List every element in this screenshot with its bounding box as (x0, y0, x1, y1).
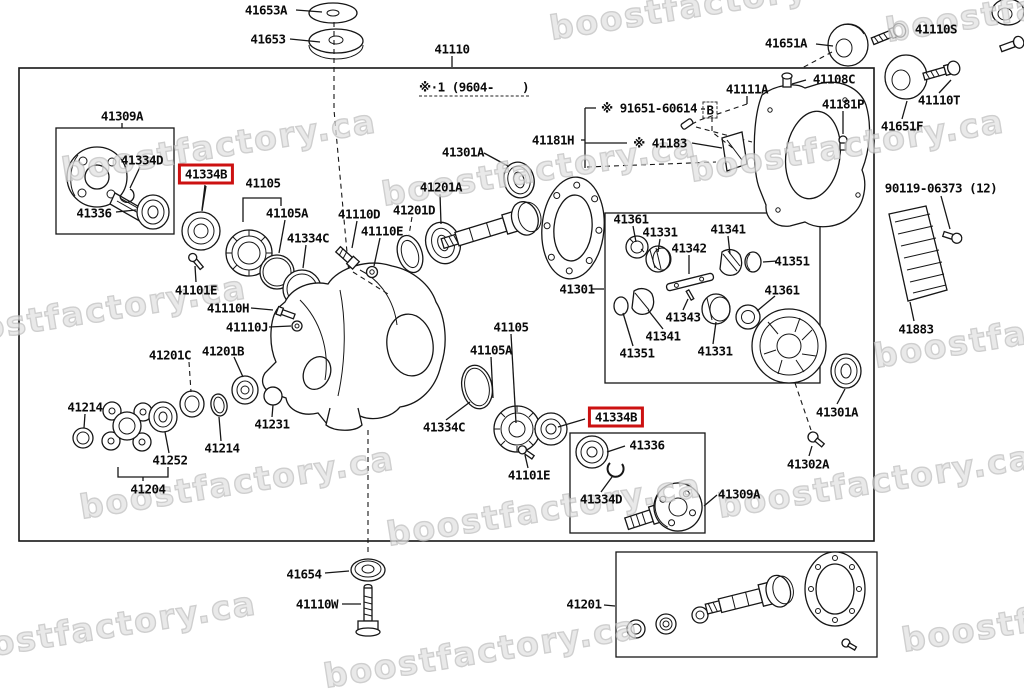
part-label-41105-center: 41105 (493, 319, 529, 335)
axle-shaft-right-drawing (575, 435, 718, 532)
part-label-41331-bottom: 41331 (697, 343, 733, 359)
part-label-41108c: 41108C (812, 71, 856, 87)
part-label-41351-right: 41351 (774, 253, 810, 269)
part-label-41110j: 41110J (225, 319, 269, 335)
part-label-41302a: 41302A (786, 456, 830, 472)
companion-flange-drawing (72, 356, 283, 481)
differential-gear-kit-box (604, 212, 821, 384)
part-label-41110w: 41110W (295, 596, 339, 612)
part-label-41331-top: 41331 (642, 224, 678, 240)
side-bearing-retainer-left-drawing (181, 184, 322, 309)
part-label-41201d: 41201D (392, 202, 436, 218)
part-label-41651a: 41651A (764, 35, 808, 51)
part-label-41351-bottom: 41351 (619, 345, 655, 361)
part-label-41301: 41301 (559, 281, 595, 297)
part-label-41181h: 41181H (531, 132, 575, 148)
gasket-kit-bracket (581, 107, 735, 168)
drive-pinion-drawing (334, 152, 542, 295)
part-label-41342: 41342 (671, 240, 707, 256)
part-label-41204: 41204 (130, 481, 166, 497)
part-label-41252: 41252 (152, 452, 188, 468)
part-label-41201a: 41201A (419, 179, 463, 195)
applicability-note: ※·1 (9604- ) (418, 79, 530, 97)
part-label-41334d-right: 41334D (579, 491, 623, 507)
part-label-41110t: 41110T (917, 92, 961, 108)
part-label-41334b-highlighted-right: 41334B (587, 406, 645, 428)
part-label-41334c-left: 41334C (286, 230, 330, 246)
ring-gear-drawing (541, 176, 605, 280)
part-label-41110h: 41110H (206, 300, 250, 316)
part-label-41361-right: 41361 (764, 282, 800, 298)
part-label-41181p: 41181P (821, 96, 865, 112)
part-label-41101e-left: 41101E (174, 282, 218, 298)
part-label-41201b: 41201B (201, 343, 245, 359)
part-label-41309a-right: 41309A (717, 486, 761, 502)
part-label-41301a-top: 41301A (441, 144, 485, 160)
part-label-41336-right: 41336 (629, 437, 665, 453)
variant-code-b: B (702, 101, 718, 119)
part-label-41110: 41110 (434, 41, 470, 57)
part-label-41334d-left: 41334D (120, 152, 164, 168)
ring-and-pinion-box (615, 551, 878, 658)
part-label-91651-60614: ※ 91651-60614 (601, 100, 697, 116)
cooling-fin-cover-drawing (888, 205, 948, 302)
part-label-41341-top: 41341 (710, 221, 746, 237)
part-label-41653: 41653 (250, 31, 286, 47)
part-label-41183: ※ 41183 (633, 135, 687, 151)
part-label-41334c-center: 41334C (422, 419, 466, 435)
differential-carrier-housing-drawing (250, 262, 446, 431)
part-label-41361-top: 41361 (613, 211, 649, 227)
part-label-41201: 41201 (566, 596, 602, 612)
part-label-41651f: 41651F (880, 118, 924, 134)
differential-gear-kit-drawing (592, 225, 827, 384)
axle-shaft-left-box (55, 127, 175, 235)
axle-shaft-right-box (569, 432, 706, 534)
part-label-41341-bottom: 41341 (645, 328, 681, 344)
main-diagram-box (18, 67, 875, 542)
part-label-41301a-right: 41301A (815, 404, 859, 420)
part-label-41214-bottom: 41214 (204, 440, 240, 456)
support-cushions-drawing (801, 0, 1024, 120)
part-label-41110d: 41110D (337, 206, 381, 222)
part-label-41231: 41231 (254, 416, 290, 432)
part-label-41309a-left: 41309A (100, 108, 144, 124)
part-label-41105a-left: 41105A (265, 205, 309, 221)
part-label-41343: 41343 (665, 309, 701, 325)
side-bearing-retainer-right-drawing (445, 333, 586, 469)
axle-shaft-left-drawing (66, 123, 170, 230)
side-seal-and-cover-drawing (794, 195, 963, 457)
part-label-41105a-center: 41105A (469, 342, 513, 358)
part-label-90119-06373: 90119-06373 (12) (884, 180, 998, 196)
carrier-cover-drawing (680, 72, 871, 228)
part-label-41653a: 41653A (244, 2, 288, 18)
part-label-41111a: 41111A (725, 81, 769, 97)
ring-and-pinion-drawing (603, 551, 866, 651)
drain-plug-drawing (324, 430, 386, 637)
part-label-41110e: 41110E (360, 223, 404, 239)
part-label-41883: 41883 (898, 321, 934, 337)
part-label-41201c: 41201C (148, 347, 192, 363)
part-label-41334b-highlighted-left: 41334B (177, 163, 235, 185)
part-label-41105-left: 41105 (245, 175, 281, 191)
breather-plug-washers-drawing (289, 2, 364, 60)
part-label-41336-left: 41336 (76, 205, 112, 221)
part-label-41654: 41654 (286, 566, 322, 582)
part-label-41214-left: 41214 (67, 399, 103, 415)
part-label-41101e-center: 41101E (507, 467, 551, 483)
part-label-41110s: 41110S (914, 21, 958, 37)
